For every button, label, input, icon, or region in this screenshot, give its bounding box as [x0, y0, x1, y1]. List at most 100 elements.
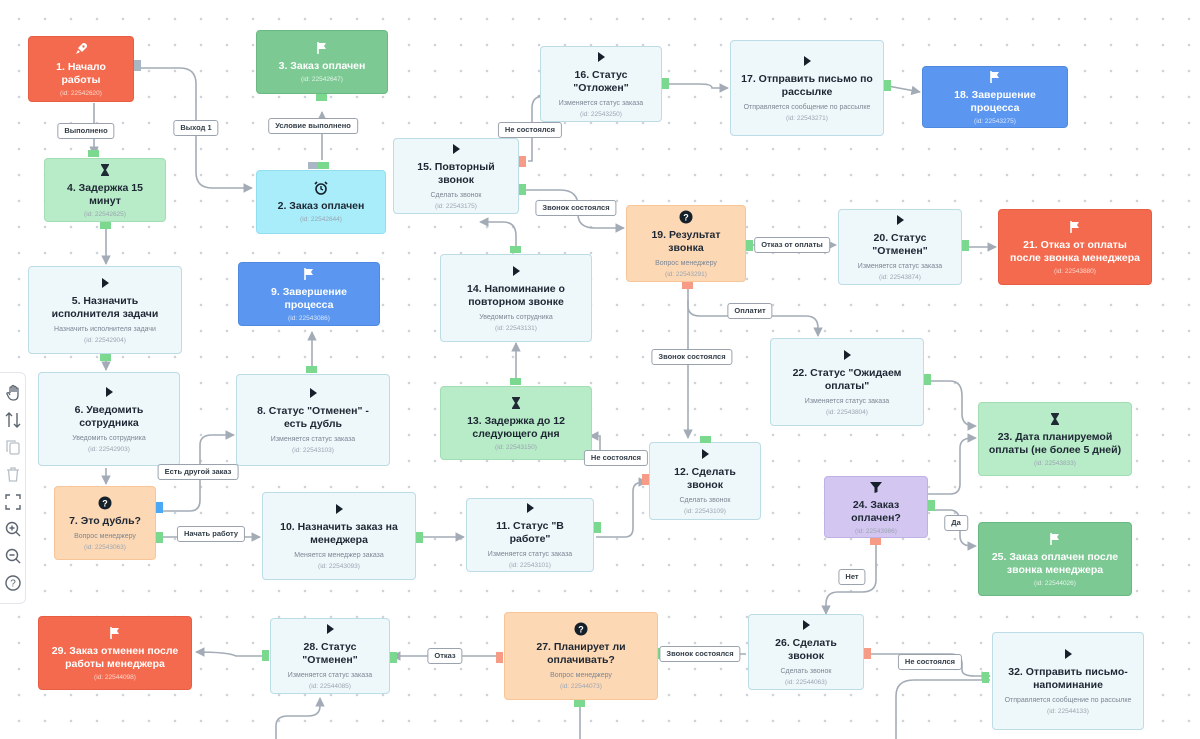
connection-port[interactable] — [416, 532, 423, 543]
connection-port[interactable] — [700, 436, 711, 443]
edge-label[interactable]: Не состоялся — [897, 654, 963, 670]
flow-node-n18[interactable]: 18. Завершение процесса(id: 22543275) — [922, 66, 1068, 128]
connection-port[interactable] — [928, 500, 935, 511]
connection-port[interactable] — [864, 648, 871, 659]
flow-node-n3[interactable]: 3. Заказ оплачен(id: 22542647) — [256, 30, 388, 94]
connection-port[interactable] — [262, 650, 269, 661]
play-icon — [306, 386, 320, 400]
flow-node-n13[interactable]: 13. Задержка до 12 следующего дня(id: 22… — [440, 386, 592, 460]
connection-port[interactable] — [316, 94, 327, 101]
edge-28-29 — [195, 647, 268, 657]
flow-node-n2[interactable]: 2. Заказ оплачен(id: 22542644) — [256, 170, 386, 234]
flow-node-n1[interactable]: 1. Начало работы(id: 22542620) — [28, 36, 134, 102]
flow-node-n21[interactable]: 21. Отказ от оплаты после звонка менедже… — [998, 209, 1152, 285]
edge-label[interactable]: Звонок состоялся — [659, 646, 741, 662]
connection-port[interactable] — [519, 184, 526, 195]
edge-label[interactable]: Звонок состоялся — [651, 349, 733, 365]
connection-port[interactable] — [870, 538, 881, 545]
edge-label[interactable]: Выход 1 — [173, 120, 219, 136]
edge-label[interactable]: Условие выполнено — [268, 118, 358, 134]
edge-label[interactable]: Да — [944, 515, 968, 531]
node-id: (id: 22543101) — [509, 562, 551, 569]
connection-port[interactable] — [924, 374, 931, 385]
edge-label[interactable]: Не состоялся — [497, 122, 563, 138]
flag-icon — [302, 267, 316, 281]
flow-node-n29[interactable]: 29. Заказ отменен после работы менеджера… — [38, 616, 192, 690]
edge-label[interactable]: Нет — [838, 569, 866, 585]
copy-icon[interactable] — [4, 438, 22, 456]
connection-port[interactable] — [510, 378, 521, 385]
node-title: 28. Статус "Отменен" — [302, 641, 358, 666]
zoom-in-icon[interactable] — [4, 520, 22, 538]
flow-node-n23[interactable]: 23. Дата планируемой оплаты (не более 5 … — [978, 402, 1132, 476]
sort-arrows-icon[interactable] — [4, 411, 22, 429]
edge-label[interactable]: Выполнено — [57, 123, 115, 139]
flow-node-n24[interactable]: 24. Заказ оплачен?(id: 22543986) — [824, 476, 928, 538]
connection-port[interactable] — [156, 532, 163, 543]
connection-port[interactable] — [318, 162, 329, 169]
connection-port[interactable] — [746, 240, 753, 251]
node-subtitle: Уведомить сотрудника — [479, 314, 553, 321]
node-subtitle: Изменяется статус заказа — [804, 398, 890, 405]
connection-port[interactable] — [510, 246, 521, 253]
rocket-icon — [74, 42, 88, 56]
edge-label[interactable]: Начать работу — [176, 526, 246, 542]
flow-node-n20[interactable]: 20. Статус "Отменен"Изменяется статус за… — [838, 209, 962, 285]
edge-label[interactable]: Есть другой заказ — [157, 464, 239, 480]
flow-node-n28[interactable]: 28. Статус "Отменен"Изменяется статус за… — [270, 618, 390, 694]
edge-label[interactable]: Оплатит — [727, 303, 773, 319]
connection-port[interactable] — [519, 156, 526, 167]
node-title: 7. Это дубль? — [69, 514, 141, 527]
connection-port[interactable] — [156, 502, 163, 513]
connection-port[interactable] — [884, 80, 891, 91]
connection-port[interactable] — [308, 162, 319, 169]
flow-node-n27[interactable]: ?27. Планирует ли оплачивать?Вопрос мене… — [504, 612, 658, 700]
node-id: (id: 22543109) — [684, 508, 726, 515]
connection-port[interactable] — [100, 354, 111, 361]
connection-port[interactable] — [962, 240, 969, 251]
connection-port[interactable] — [100, 222, 111, 229]
zoom-out-icon[interactable] — [4, 547, 22, 565]
node-id: (id: 22543271) — [786, 115, 828, 122]
help-icon[interactable]: ? — [4, 574, 22, 592]
edge-label[interactable]: Звонок состоялся — [535, 200, 617, 216]
play-icon — [594, 50, 608, 64]
node-id: (id: 22543086) — [288, 314, 330, 322]
flow-node-n22[interactable]: 22. Статус "Ожидаем оплаты"Изменяется ст… — [770, 338, 924, 426]
flow-node-n4[interactable]: 4. Задержка 15 минут(id: 22542625) — [44, 158, 166, 222]
edge-label[interactable]: Отказ — [427, 648, 463, 664]
edge-label[interactable]: Отказ от оплаты — [754, 237, 830, 253]
node-title: 1. Начало работы — [56, 60, 106, 86]
edge-24-26 — [821, 540, 877, 615]
flow-node-n25[interactable]: 25. Заказ оплачен после звонка менеджера… — [978, 522, 1132, 596]
node-title: 20. Статус "Отменен" — [872, 232, 928, 257]
edge-label[interactable]: Не состоялся — [583, 450, 649, 466]
connection-port[interactable] — [682, 282, 693, 289]
connection-port[interactable] — [134, 60, 141, 71]
flow-node-n7[interactable]: ?7. Это дубль?Вопрос менеджеру(id: 22543… — [54, 486, 156, 560]
connection-port[interactable] — [496, 652, 503, 663]
hand-icon[interactable] — [4, 384, 22, 402]
fit-screen-icon[interactable] — [4, 493, 22, 511]
trash-icon[interactable] — [4, 465, 22, 483]
connection-port[interactable] — [662, 78, 669, 89]
flow-node-n11[interactable]: 11. Статус "В работе"Изменяется статус з… — [466, 498, 594, 572]
flow-node-n9[interactable]: 9. Завершение процесса(id: 22543086) — [238, 262, 380, 326]
flow-node-n16[interactable]: 16. Статус "Отложен"Изменяется статус за… — [540, 46, 662, 122]
connection-port[interactable] — [574, 700, 585, 707]
play-icon — [323, 622, 337, 636]
connection-port[interactable] — [594, 522, 601, 533]
node-id: (id: 22544026) — [1034, 579, 1076, 587]
connection-port[interactable] — [306, 366, 317, 373]
